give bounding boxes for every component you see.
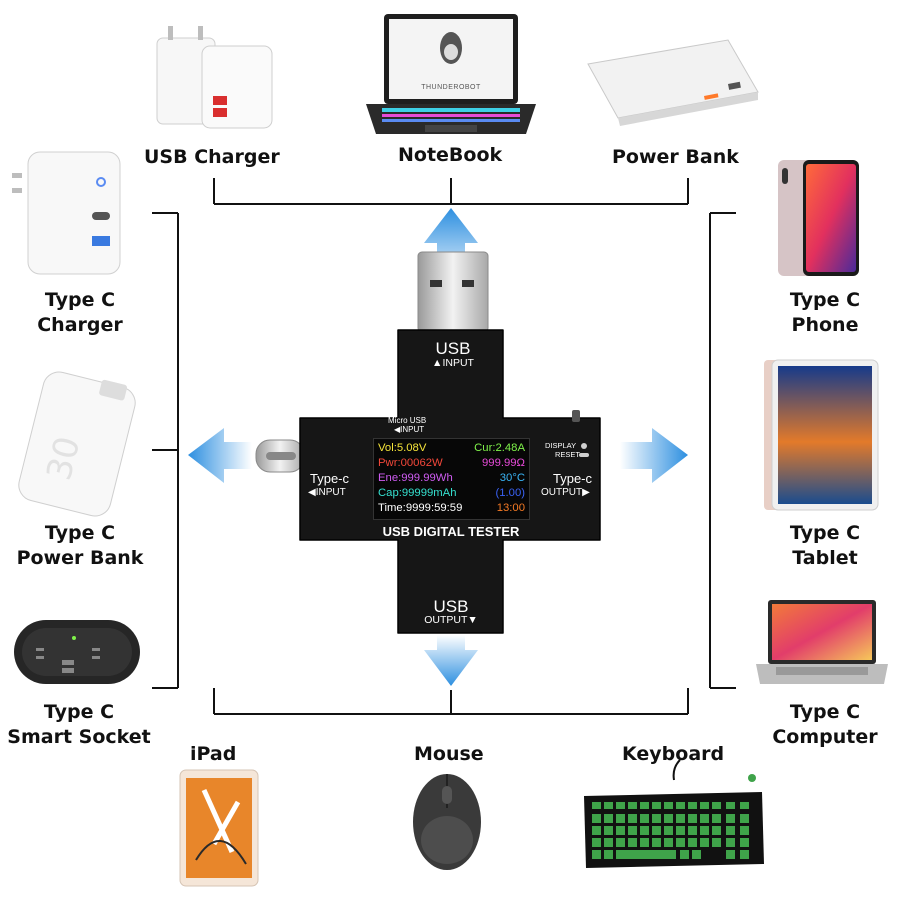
notebook-image <box>366 14 536 134</box>
label-type-c-computer: Type C Computer <box>772 701 878 748</box>
label-type-c-smart-socket: Type C Smart Socket <box>7 701 151 748</box>
micro-usb-sublabel: ◀INPUT <box>394 425 425 434</box>
type-c-input-sublabel: ◀INPUT <box>308 487 346 498</box>
label-type-c-tablet: Type C Tablet <box>789 522 861 569</box>
group-reading: (1.00) <box>495 487 525 499</box>
bracket-bottom <box>213 688 689 715</box>
type-c-phone-image <box>778 160 859 276</box>
label-notebook: NoteBook <box>398 144 503 166</box>
usb-input-sublabel: ▲INPUT <box>432 357 474 369</box>
label-type-c-power-bank: Type C Power Bank <box>16 522 144 569</box>
tester-screen: Vol:5.08V Cur:2.48A Pwr:00062W 999.99Ω E… <box>373 438 530 520</box>
device-name: USB DIGITAL TESTER <box>382 524 520 539</box>
label-type-c-charger: Type C Charger <box>37 289 123 336</box>
voltage-reading: Vol:5.08V <box>378 442 427 454</box>
time-reading: Time:9999:59:59 <box>378 502 463 514</box>
type-c-computer-image <box>756 600 888 684</box>
temperature-reading: 30°C <box>499 472 525 484</box>
label-power-bank: Power Bank <box>612 146 739 168</box>
type-c-charger-image <box>12 151 121 275</box>
label-ipad: iPad <box>190 743 237 765</box>
label-mouse: Mouse <box>414 743 484 765</box>
usb-charger-image <box>156 26 273 129</box>
capacity-reading: Cap:99999mAh <box>378 487 457 499</box>
label-keyboard: Keyboard <box>622 743 725 765</box>
power-reading: Pwr:00062W <box>378 457 443 469</box>
type-c-output-label: Type-c <box>553 471 593 486</box>
arrow-right <box>620 428 688 483</box>
keyboard-image <box>584 759 764 868</box>
ipad-image <box>179 769 259 887</box>
bracket-left <box>152 212 179 689</box>
bracket-right <box>709 212 736 689</box>
type-c-input-label: Type-c <box>310 471 350 486</box>
resistance-reading: 999.99Ω <box>482 457 525 469</box>
micro-usb-label: Micro USB <box>388 416 427 425</box>
current-reading: Cur:2.48A <box>474 442 525 454</box>
usb-output-sublabel: OUTPUT▼ <box>424 614 478 626</box>
type-c-smart-socket-image <box>14 620 140 684</box>
mouse-image <box>413 774 481 870</box>
label-usb-charger: USB Charger <box>144 146 280 168</box>
clock-reading: 13:00 <box>496 502 525 514</box>
label-type-c-phone: Type C Phone <box>789 289 861 336</box>
type-c-output-sublabel: OUTPUT▶ <box>541 487 590 498</box>
arrow-left <box>188 428 252 483</box>
usb-output-label: USB <box>433 597 469 616</box>
arrow-down <box>424 635 478 686</box>
laptop-brand-mark: THUNDEROBOT <box>421 84 481 91</box>
usb-input-label: USB <box>435 339 471 358</box>
display-button-label: DISPLAY <box>545 441 577 450</box>
type-c-tablet-image <box>764 359 879 511</box>
type-c-power-bank-image: 30 <box>18 371 136 517</box>
energy-reading: Ene:999.99Wh <box>378 472 453 484</box>
reset-button-label: RESET <box>555 450 581 459</box>
bracket-top <box>213 178 689 205</box>
power-bank-image <box>587 39 759 126</box>
